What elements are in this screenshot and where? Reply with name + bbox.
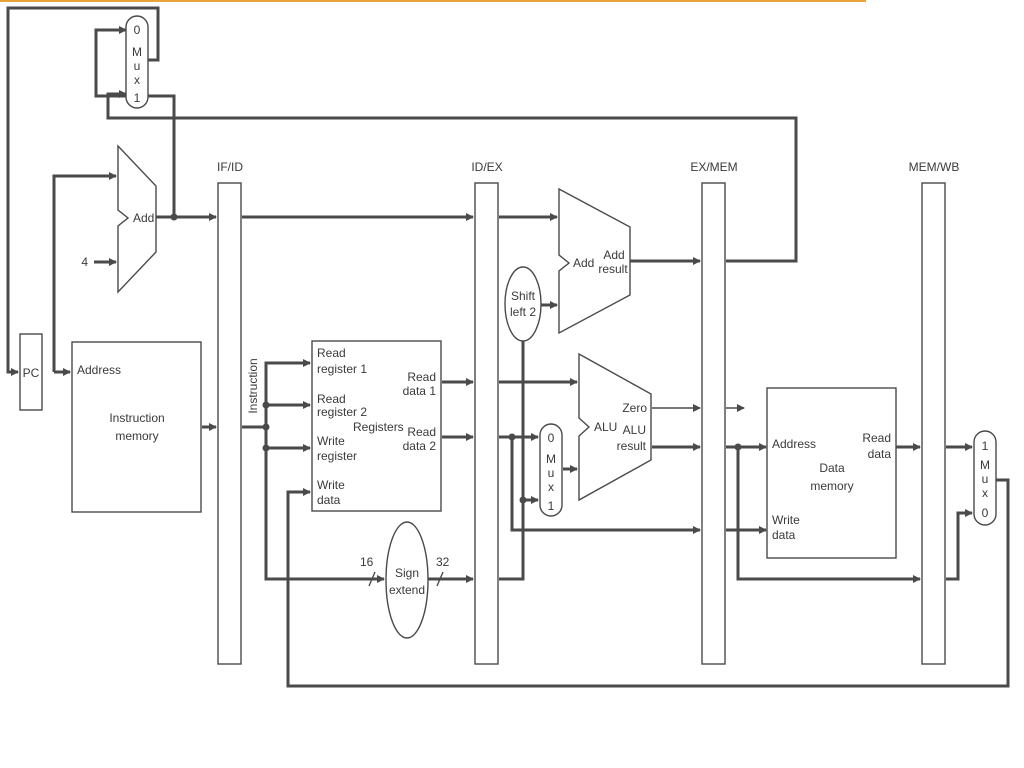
svg-text:extend: extend: [389, 583, 425, 597]
svg-text:data: data: [868, 447, 892, 461]
svg-text:u: u: [548, 466, 555, 480]
svg-text:4: 4: [81, 255, 88, 269]
svg-text:u: u: [134, 59, 141, 73]
svg-text:1: 1: [548, 499, 555, 513]
svg-text:x: x: [548, 480, 554, 494]
writeback-mux: 1 M u x 0: [973, 430, 997, 526]
svg-text:data 1: data 1: [403, 384, 437, 398]
mem-wb-register: MEM/WB: [909, 160, 960, 665]
svg-text:ID/EX: ID/EX: [471, 160, 502, 174]
svg-text:register 2: register 2: [317, 405, 367, 419]
svg-text:memory: memory: [810, 479, 853, 493]
svg-text:IF/ID: IF/ID: [217, 160, 243, 174]
svg-text:register: register: [317, 449, 357, 463]
svg-text:Read: Read: [407, 425, 436, 439]
svg-text:0: 0: [982, 506, 989, 520]
svg-text:0: 0: [548, 431, 555, 445]
svg-text:Sign: Sign: [395, 566, 419, 580]
svg-text:Read: Read: [862, 431, 891, 445]
svg-text:Add: Add: [603, 248, 624, 262]
instruction-label: Instruction: [246, 358, 260, 413]
branch-adder: Add Add result: [558, 187, 631, 335]
svg-text:Address: Address: [772, 437, 816, 451]
svg-text:PC: PC: [23, 366, 40, 380]
register-file: Read register 1 Read register 2 Write re…: [311, 340, 442, 512]
svg-text:MEM/WB: MEM/WB: [909, 160, 960, 174]
id-ex-register: ID/EX: [471, 160, 503, 665]
alu-mux: 0 M u x 1: [539, 423, 563, 517]
svg-text:memory: memory: [115, 429, 158, 443]
svg-text:u: u: [982, 472, 989, 486]
ex-mem-register: EX/MEM: [690, 160, 738, 665]
svg-text:data 2: data 2: [403, 439, 437, 453]
program-counter: PC: [19, 333, 43, 411]
svg-text:result: result: [598, 262, 628, 276]
svg-text:0: 0: [134, 23, 141, 37]
svg-text:EX/MEM: EX/MEM: [690, 160, 737, 174]
svg-text:register 1: register 1: [317, 362, 367, 376]
svg-text:32: 32: [436, 555, 450, 569]
svg-text:Zero: Zero: [622, 401, 647, 415]
svg-text:ALU: ALU: [594, 420, 617, 434]
svg-text:Add: Add: [573, 256, 594, 270]
svg-text:1: 1: [982, 439, 989, 453]
svg-text:Write: Write: [317, 478, 345, 492]
junction-dots: [170, 213, 742, 504]
sign-extend: Sign extend 16 32: [360, 521, 450, 639]
svg-text:Registers: Registers: [353, 420, 404, 434]
instruction-memory: Address Instruction memory: [71, 341, 202, 513]
alu: ALU Zero ALU result: [578, 352, 652, 502]
svg-text:M: M: [546, 452, 556, 466]
svg-text:M: M: [980, 458, 990, 472]
data-memory: Address Read data Data memory Write data: [766, 387, 897, 559]
svg-text:data: data: [317, 493, 341, 507]
svg-text:Read: Read: [317, 392, 346, 406]
svg-text:left 2: left 2: [510, 305, 536, 319]
svg-text:16: 16: [360, 555, 374, 569]
svg-text:x: x: [134, 73, 140, 87]
svg-text:Address: Address: [77, 363, 121, 377]
svg-text:Write: Write: [772, 513, 800, 527]
svg-text:result: result: [617, 439, 647, 453]
svg-text:ALU: ALU: [623, 423, 646, 437]
svg-text:Read: Read: [317, 346, 346, 360]
svg-text:Instruction: Instruction: [109, 411, 164, 425]
svg-text:Read: Read: [407, 370, 436, 384]
svg-text:x: x: [982, 486, 988, 500]
pc-adder: Add 4: [81, 144, 157, 294]
svg-text:Data: Data: [819, 461, 845, 475]
if-id-register: IF/ID: [217, 160, 243, 665]
shift-left-2: Shift left 2: [504, 266, 542, 342]
svg-text:Add: Add: [133, 211, 154, 225]
svg-text:data: data: [772, 528, 796, 542]
pc-mux: 0 M u x 1: [125, 15, 149, 109]
svg-text:M: M: [132, 45, 142, 59]
svg-text:Write: Write: [317, 434, 345, 448]
svg-text:Shift: Shift: [511, 289, 536, 303]
svg-text:1: 1: [134, 91, 141, 105]
